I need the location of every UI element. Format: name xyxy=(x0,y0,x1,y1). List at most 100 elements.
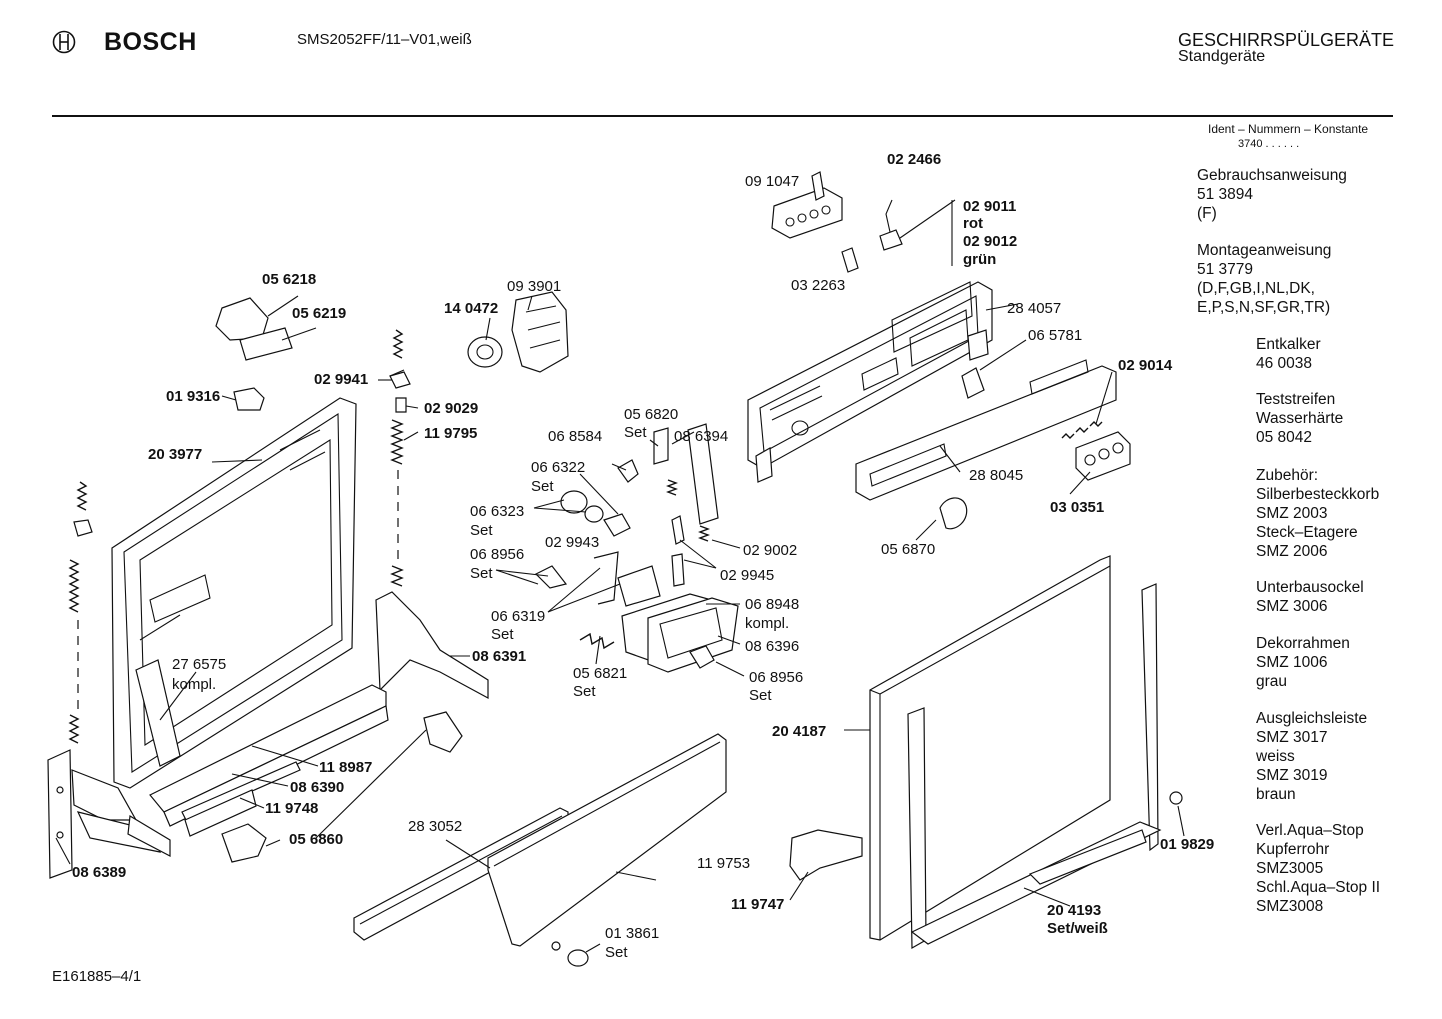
model-number: SMS2052FF/11–V01,weiß xyxy=(297,31,472,48)
callout-labels: 02 2466 09 1047 02 9011 rot 02 9012 grün… xyxy=(72,151,1214,961)
category-title: GESCHIRRSPÜLGERÄTE xyxy=(1178,30,1395,50)
note-zubehoer: Zubehör: Silberbesteckkorb SMZ 2003 Stec… xyxy=(1256,467,1380,560)
category-subtitle: Standgeräte xyxy=(1178,48,1266,65)
note-unterbausockel: Unterbausockel SMZ 3006 xyxy=(1256,579,1364,615)
callout-label: 06 6322 xyxy=(531,459,585,476)
callout-label: 02 9941 xyxy=(314,371,368,388)
callout-label: 11 9747 xyxy=(731,896,784,913)
callout-label: 08 6396 xyxy=(745,638,799,655)
note-aqua-stop: Verl.Aqua–Stop Kupferrohr SMZ3005 Schl.A… xyxy=(1256,822,1381,915)
callout-label: 05 6218 xyxy=(262,271,316,288)
callout-label: 08 6389 xyxy=(72,864,126,881)
callout-label: Set xyxy=(749,687,772,704)
callout-label: rot xyxy=(963,215,983,232)
ident-label: Ident – Nummern – Konstante xyxy=(1208,122,1369,136)
note-gebrauchsanweisung: Gebrauchsanweisung 51 3894 (F) xyxy=(1197,167,1347,222)
callout-label: 02 9029 xyxy=(424,400,478,417)
callout-label: 05 6219 xyxy=(292,305,346,322)
leader-lines xyxy=(55,200,1185,953)
door-latch-assembly xyxy=(534,423,739,673)
callout-label: Set xyxy=(531,478,554,495)
callout-label: 01 9316 xyxy=(166,388,220,405)
callout-label: 20 4187 xyxy=(772,723,826,740)
callout-label: 09 3901 xyxy=(507,278,561,295)
note-dekorrahmen: Dekorrahmen SMZ 1006 grau xyxy=(1256,635,1350,690)
callout-label: Set xyxy=(470,565,493,582)
callout-label: 02 9945 xyxy=(720,567,774,584)
callout-label: 14 0472 xyxy=(444,300,498,317)
callout-label: 08 6391 xyxy=(472,648,526,665)
note-ausgleichsleiste: Ausgleichsleiste SMZ 3017 weiss SMZ 3019… xyxy=(1256,710,1368,803)
callout-label: 08 6394 xyxy=(674,428,728,445)
callout-label: 02 2466 xyxy=(887,151,941,168)
bosch-logo-icon xyxy=(52,30,76,54)
callout-label: Set xyxy=(491,626,514,643)
callout-label: 11 9795 xyxy=(424,425,477,442)
callout-label: 05 6860 xyxy=(289,831,343,848)
callout-label: Set/weiß xyxy=(1047,920,1108,937)
decor-frame xyxy=(907,583,1183,950)
callout-label: 28 4057 xyxy=(1007,300,1061,317)
note-teststreifen: Teststreifen Wasserhärte 05 8042 xyxy=(1256,391,1344,446)
panel-covers xyxy=(855,359,1117,530)
program-switch xyxy=(467,291,569,373)
door-inner-panel xyxy=(111,397,357,789)
drawing-code: E161885–4/1 xyxy=(52,968,142,985)
callout-label: 09 1047 xyxy=(745,173,799,190)
callout-label: Set xyxy=(573,683,596,700)
callout-label: grün xyxy=(963,251,996,268)
door-spring-right xyxy=(389,329,411,587)
side-bracket xyxy=(789,829,863,881)
hinge-bracket-right xyxy=(375,591,489,700)
callout-label: kompl. xyxy=(172,676,216,693)
plinth-panels xyxy=(353,733,727,967)
front-door-outer-panel xyxy=(869,555,1111,941)
callout-label: 06 6323 xyxy=(470,503,524,520)
callout-label: 02 9011 xyxy=(963,198,1016,215)
brand-name: BOSCH xyxy=(104,28,197,56)
callout-label: 03 2263 xyxy=(791,277,845,294)
callout-label: 28 8045 xyxy=(969,467,1023,484)
callout-label: 02 9012 xyxy=(963,233,1017,250)
callout-label: Set xyxy=(605,944,628,961)
callout-label: 20 4193 xyxy=(1047,902,1101,919)
callout-label: kompl. xyxy=(745,615,789,632)
callout-label: 06 8948 xyxy=(745,596,799,613)
callout-label: 02 9014 xyxy=(1118,357,1173,374)
hinge-assembly xyxy=(47,749,171,879)
callout-label: Set xyxy=(470,522,493,539)
callout-label: 06 8584 xyxy=(548,428,602,445)
plastic-end-caps xyxy=(221,711,463,863)
note-montageanweisung: Montageanweisung 51 3779 (D,F,GB,I,NL,DK… xyxy=(1197,242,1332,316)
door-spring-left xyxy=(68,481,93,744)
callout-label: 11 9753 xyxy=(697,855,750,872)
callout-label: 06 5781 xyxy=(1028,327,1082,344)
callout-label: 08 6390 xyxy=(290,779,344,796)
callout-label: 11 8987 xyxy=(319,759,372,776)
callout-label: 27 6575 xyxy=(172,656,226,673)
top-electrical-parts xyxy=(771,171,956,273)
callout-label: 05 6820 xyxy=(624,406,678,423)
callout-label: Set xyxy=(624,424,647,441)
note-entkalker: Entkalker 46 0038 xyxy=(1256,336,1321,372)
control-panel xyxy=(747,281,993,483)
callout-label: 02 9002 xyxy=(743,542,797,559)
callout-label: 06 6319 xyxy=(491,608,545,625)
callout-label: 11 9748 xyxy=(265,800,318,817)
callout-label: 05 6870 xyxy=(881,541,935,558)
callout-label: 05 6821 xyxy=(573,665,627,682)
callout-label: 06 8956 xyxy=(749,669,803,686)
callout-label: 01 9829 xyxy=(1160,836,1214,853)
header-divider xyxy=(52,115,1393,117)
callout-label: 28 3052 xyxy=(408,818,462,835)
callout-label: 20 3977 xyxy=(148,446,202,463)
door-bottom-rails xyxy=(135,659,389,837)
callout-label: 06 8956 xyxy=(470,546,524,563)
callout-label: 02 9943 xyxy=(545,534,599,551)
ident-value: 3740 . . . . . . xyxy=(1238,138,1300,150)
callout-label: 03 0351 xyxy=(1050,499,1104,516)
callout-label: 01 3861 xyxy=(605,925,659,942)
switch-block xyxy=(1061,421,1131,481)
door-lock-parts xyxy=(215,297,405,411)
